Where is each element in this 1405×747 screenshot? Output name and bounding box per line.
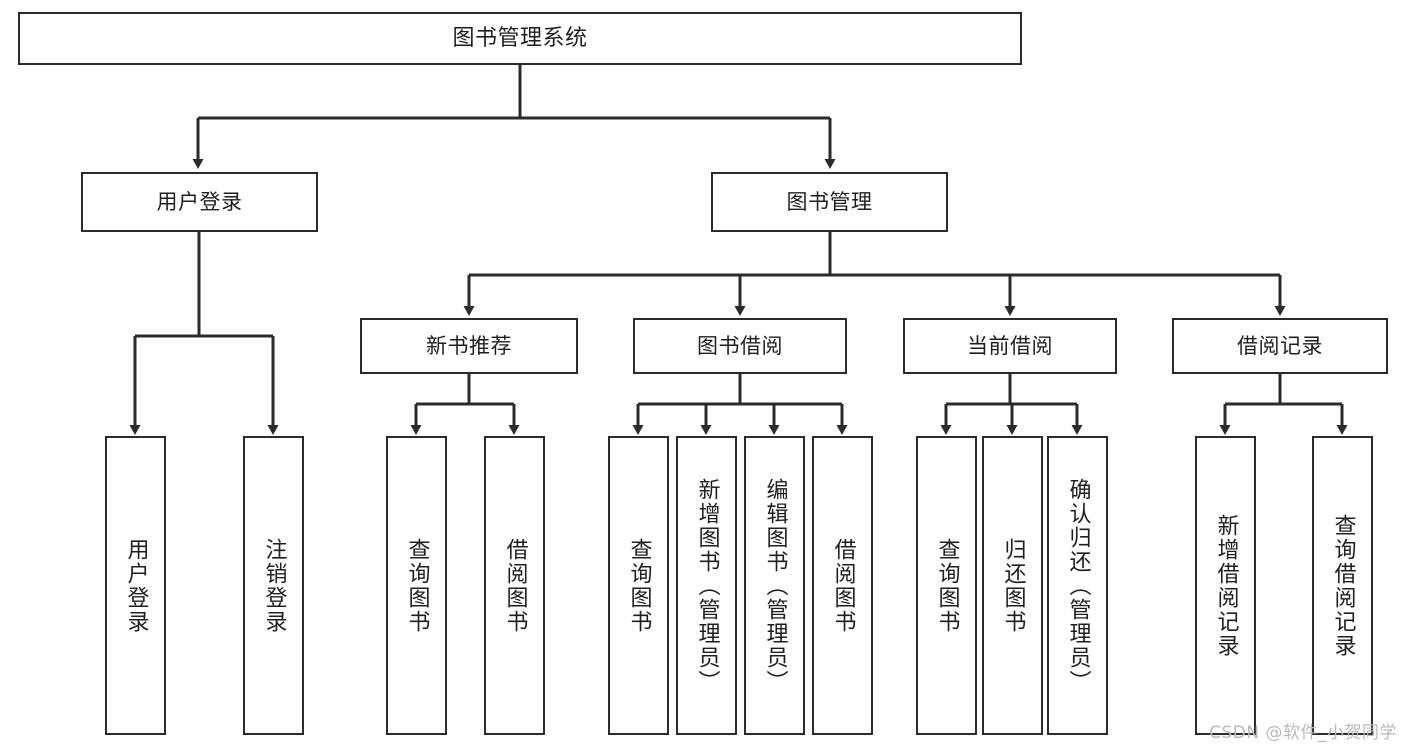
node-label: 用户登录 (123, 537, 149, 634)
node-root-system[interactable]: 图书管理系统 (18, 12, 1022, 65)
node-label: 当前借阅 (967, 333, 1053, 358)
node-label: 编辑图书（管理员） (762, 477, 788, 694)
node-leaf-add-borrow-record[interactable]: 新增借阅记录 (1195, 436, 1256, 735)
node-label: 新书推荐 (426, 333, 512, 358)
node-leaf-add-book[interactable]: 新增图书（管理员） (676, 436, 737, 735)
node-label: 借阅图书 (502, 537, 528, 634)
node-label: 图书管理 (786, 189, 873, 214)
node-leaf-user-login[interactable]: 用户登录 (105, 436, 166, 735)
node-label: 图书管理系统 (452, 25, 588, 51)
node-label: 新增借阅记录 (1213, 513, 1239, 658)
node-leaf-return-book[interactable]: 归还图书 (982, 436, 1043, 735)
node-book-borrow[interactable]: 图书借阅 (633, 318, 847, 374)
node-label: 注销登录 (261, 537, 287, 634)
node-leaf-query-borrow-record[interactable]: 查询借阅记录 (1312, 436, 1373, 735)
node-leaf-borrow-book[interactable]: 借阅图书 (812, 436, 873, 735)
node-leaf-query-book-borrow[interactable]: 查询图书 (608, 436, 669, 735)
node-borrow-record[interactable]: 借阅记录 (1172, 318, 1388, 374)
csdn-watermark: CSDN @软件_小贺同学 (1209, 723, 1397, 743)
node-label: 归还图书 (1000, 537, 1026, 634)
node-leaf-query-book-current[interactable]: 查询图书 (916, 436, 977, 735)
node-label: 查询图书 (404, 537, 430, 634)
node-leaf-logout[interactable]: 注销登录 (243, 436, 304, 735)
node-label: 新增图书（管理员） (694, 477, 720, 694)
node-label: 用户登录 (156, 189, 243, 214)
node-label: 确认归还（管理员） (1065, 477, 1091, 694)
node-leaf-edit-book[interactable]: 编辑图书（管理员） (744, 436, 805, 735)
node-new-book-recommend[interactable]: 新书推荐 (360, 318, 578, 374)
node-leaf-confirm-return[interactable]: 确认归还（管理员） (1047, 436, 1108, 735)
node-label: 借阅记录 (1237, 333, 1323, 358)
node-current-borrow[interactable]: 当前借阅 (903, 318, 1117, 374)
node-user-login[interactable]: 用户登录 (81, 172, 318, 232)
node-label: 查询借阅记录 (1330, 513, 1356, 658)
node-book-manage[interactable]: 图书管理 (711, 172, 948, 232)
node-label: 查询图书 (626, 537, 652, 634)
node-label: 图书借阅 (697, 333, 783, 358)
node-label: 借阅图书 (830, 537, 856, 634)
node-label: 查询图书 (934, 537, 960, 634)
node-leaf-borrow-book-recommend[interactable]: 借阅图书 (484, 436, 545, 735)
node-leaf-query-book-recommend[interactable]: 查询图书 (386, 436, 447, 735)
